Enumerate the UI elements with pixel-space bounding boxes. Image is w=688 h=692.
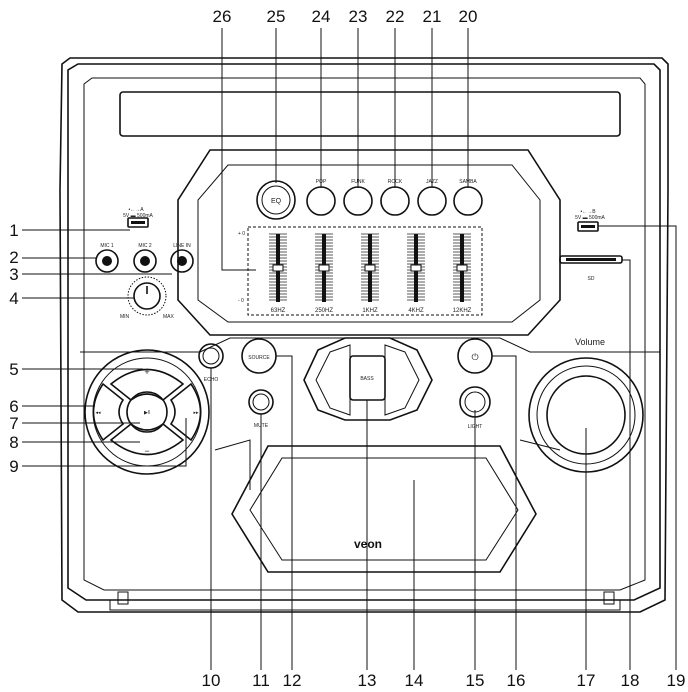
eq-band-4khz: 4KHZ <box>407 233 425 314</box>
callout-15: 15 <box>466 671 485 690</box>
callout-leaders <box>22 28 677 670</box>
callout-5: 5 <box>9 360 18 379</box>
callout-26: 26 <box>213 7 232 26</box>
usb-b-label: •←→B <box>580 209 596 215</box>
eq-display: + 0 - 0 <box>238 226 483 316</box>
volume-down-button[interactable]: − <box>109 422 185 456</box>
sd-label: SD <box>588 276 595 282</box>
source-label: SOURCE <box>248 355 270 361</box>
next-track-button[interactable]: ▸▸ <box>169 382 202 442</box>
eq-band-label: 1KHZ <box>362 308 378 314</box>
callout-7: 7 <box>9 414 18 433</box>
knob-min-label: MIN <box>120 314 130 320</box>
mic1-label: MIC 1 <box>100 243 114 249</box>
line-in-jack[interactable]: LINE IN <box>170 243 194 273</box>
callout-3: 3 <box>9 265 18 284</box>
callout-21: 21 <box>423 7 442 26</box>
callout-16: 16 <box>507 671 526 690</box>
eq-band-250hz: 250HZ <box>315 233 333 314</box>
eq-band-12khz: 12KHZ <box>453 233 472 314</box>
usb-a-spec: 5V ▬ 500mA <box>123 213 153 219</box>
eq-band-1khz: 1KHZ <box>361 233 379 314</box>
callout-10: 10 <box>202 671 221 690</box>
eq-plus-label: + 0 <box>238 231 245 237</box>
play-pause-icon: ▶‖ <box>144 410 150 416</box>
callout-12: 12 <box>283 671 302 690</box>
volume-up-button[interactable]: + <box>109 367 185 402</box>
eq-slider-knob <box>318 264 330 272</box>
callout-6: 6 <box>9 397 18 416</box>
callout-11: 11 <box>252 671 270 690</box>
previous-track-button[interactable]: ◂◂ <box>92 382 125 442</box>
play-pause-button[interactable]: ▶‖ <box>126 391 168 433</box>
callout-4: 4 <box>9 289 18 308</box>
mic2-jack[interactable]: MIC 2 <box>133 243 157 273</box>
callout-17: 17 <box>577 671 596 690</box>
eq-slider-knob <box>456 264 468 272</box>
mic-volume-knob[interactable]: MIN MAX <box>120 276 175 320</box>
callout-2: 2 <box>9 248 18 267</box>
eq-slider-knob <box>272 264 284 272</box>
callout-8: 8 <box>9 433 18 452</box>
eq-band-label: 250HZ <box>315 308 333 314</box>
callout-19: 19 <box>667 671 686 690</box>
eq-slider-knob <box>410 264 422 272</box>
knob-max-label: MAX <box>163 314 175 320</box>
plus-icon: + <box>144 367 149 377</box>
callout-23: 23 <box>349 7 368 26</box>
rewind-icon: ◂◂ <box>95 410 101 416</box>
speaker-housing <box>59 57 669 613</box>
mic1-jack[interactable]: MIC 1 <box>95 243 119 273</box>
sd-card-slot[interactable]: SD <box>559 255 623 282</box>
usb-a-label: •←→A <box>128 207 144 213</box>
bass-label: BASS <box>360 376 374 382</box>
eq-band-63hz: 63HZ <box>269 233 287 314</box>
callout-20: 20 <box>459 7 478 26</box>
source-button[interactable]: SOURCE <box>241 338 277 374</box>
eq-button-label: EQ <box>271 198 282 205</box>
callout-9: 9 <box>9 457 18 476</box>
mic2-label: MIC 2 <box>138 243 152 249</box>
volume-label: Volume <box>575 337 605 347</box>
callout-13: 13 <box>358 671 377 690</box>
usb-b-spec: 5V ▬ 500mA <box>575 215 605 221</box>
brand-logo: veon <box>354 537 382 551</box>
eq-bezel <box>177 149 561 336</box>
speaker-grille: veon <box>231 445 537 573</box>
fast-forward-icon: ▸▸ <box>193 410 199 416</box>
callout-1: 1 <box>9 221 18 240</box>
callout-24: 24 <box>312 7 331 26</box>
power-button[interactable]: ⏻ <box>457 338 493 374</box>
usb-a-port[interactable]: •←→A 5V ▬ 500mA <box>123 207 154 228</box>
usb-b-port[interactable]: •←→B 5V ▬ 500mA <box>575 209 606 232</box>
eq-band-label: 12KHZ <box>453 308 472 314</box>
bass-boost-button[interactable]: BASS <box>303 337 433 421</box>
callout-22: 22 <box>386 7 405 26</box>
line-in-label: LINE IN <box>173 243 191 249</box>
eq-band-label: 63HZ <box>271 308 286 314</box>
eq-slider-knob <box>364 264 376 272</box>
callout-numbers: 26 25 24 23 22 21 20 1 2 3 4 5 6 7 8 9 1… <box>9 7 685 690</box>
eq-button[interactable]: EQ <box>256 180 296 220</box>
callout-18: 18 <box>621 671 640 690</box>
callout-14: 14 <box>405 671 424 690</box>
power-icon: ⏻ <box>471 352 478 362</box>
eq-band-label: 4KHZ <box>408 308 424 314</box>
eq-band-bars: 63HZ 250HZ 1KHZ 4KHZ 12KHZ <box>269 233 472 314</box>
callout-25: 25 <box>267 7 286 26</box>
eq-minus-label: - 0 <box>238 298 244 304</box>
minus-icon: − <box>144 446 149 456</box>
